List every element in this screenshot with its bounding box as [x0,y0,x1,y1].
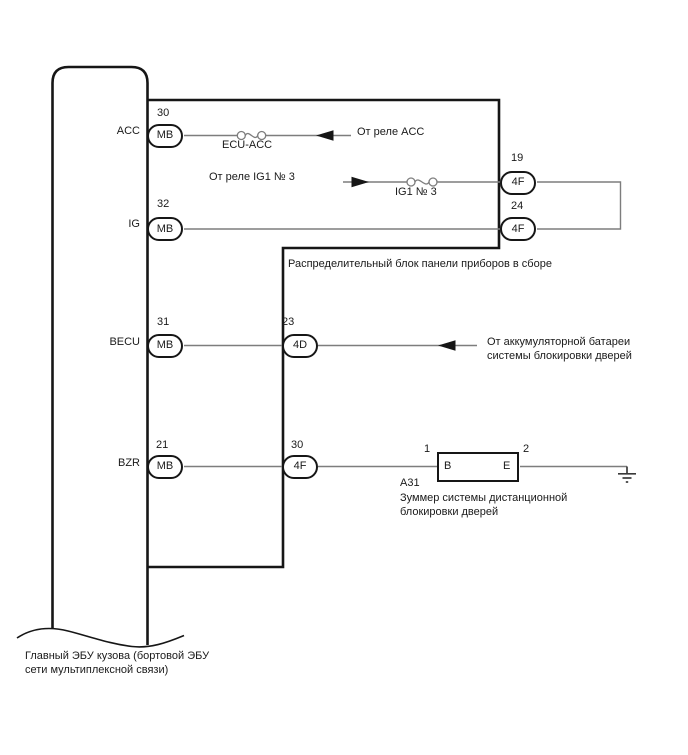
arrow-from-ig1-relay-icon [351,176,369,188]
ecu-pin-acc-connector: MB [147,123,183,148]
jb-pin-30-number: 30 [291,439,304,451]
jb-pin-24-number: 24 [511,200,524,212]
jb-pin-23-connector: 4D [282,333,318,358]
buzzer-code: A31 [400,477,420,489]
ecu-break-wave [16,627,185,648]
ecu-pin-becu-connector: MB [147,333,183,358]
buzzer-caption-line1: Зуммер системы дистанционной [400,492,568,504]
ecu-pin-ig-number: 32 [157,198,170,210]
ecu-caption-line2: сети мультиплексной связи) [25,664,169,676]
junction-block-caption: Распределительный блок панели приборов в… [288,258,552,270]
note-from-ig1-relay: От реле IG1 № 3 [209,171,295,183]
buzzer-caption-line2: блокировки дверей [400,506,499,518]
ecu-pin-bzr-connector: MB [147,454,183,479]
note-from-battery-line1: От аккумуляторной батареи [487,336,631,348]
fuse-ig1-icon [406,177,438,187]
buzzer-pin-1-number: 1 [424,443,431,455]
buzzer-pin-2-number: 2 [523,443,530,455]
ecu-pin-becu-name: BECU [109,336,140,348]
fuse-ecu-acc-label: ECU-ACC [222,139,273,151]
ecu-body-outline [51,65,149,645]
note-from-acc-relay: От реле ACC [357,126,425,138]
fuse-ig1-label: IG1 № 3 [395,186,437,198]
ecu-pin-ig-name: IG [128,218,140,230]
ecu-pin-becu-number: 31 [157,316,170,328]
ecu-caption-line1: Главный ЭБУ кузова (бортовой ЭБУ [25,650,210,662]
ecu-pin-bzr-name: BZR [118,457,140,469]
jb-pin-23-number: 23 [282,316,295,328]
ecu-pin-acc-name: ACC [116,125,140,137]
wires [184,134,627,468]
fuse-ecu-acc-icon [236,130,267,141]
jb-pin-24-connector: 4F [500,217,536,241]
ecu-pin-acc-number: 30 [157,107,170,119]
jb-pin-30-connector: 4F [282,454,318,479]
note-from-battery-line2: системы блокировки дверей [487,350,632,362]
wire-jb-external-loop [537,181,622,230]
ecu-pin-bzr-number: 21 [156,439,169,451]
ground-icon [618,466,636,483]
buzzer-terminal-e: E [503,460,511,472]
buzzer-box: B E [437,452,519,482]
jb-pin-19-number: 19 [511,152,524,164]
jb-pin-19-connector: 4F [500,170,536,195]
buzzer-terminal-b: B [444,460,452,472]
arrow-from-battery-icon [438,340,456,351]
arrow-from-acc-relay-icon [316,130,334,141]
ecu-pin-ig-connector: MB [147,217,183,241]
junction-block-outline [147,98,501,569]
